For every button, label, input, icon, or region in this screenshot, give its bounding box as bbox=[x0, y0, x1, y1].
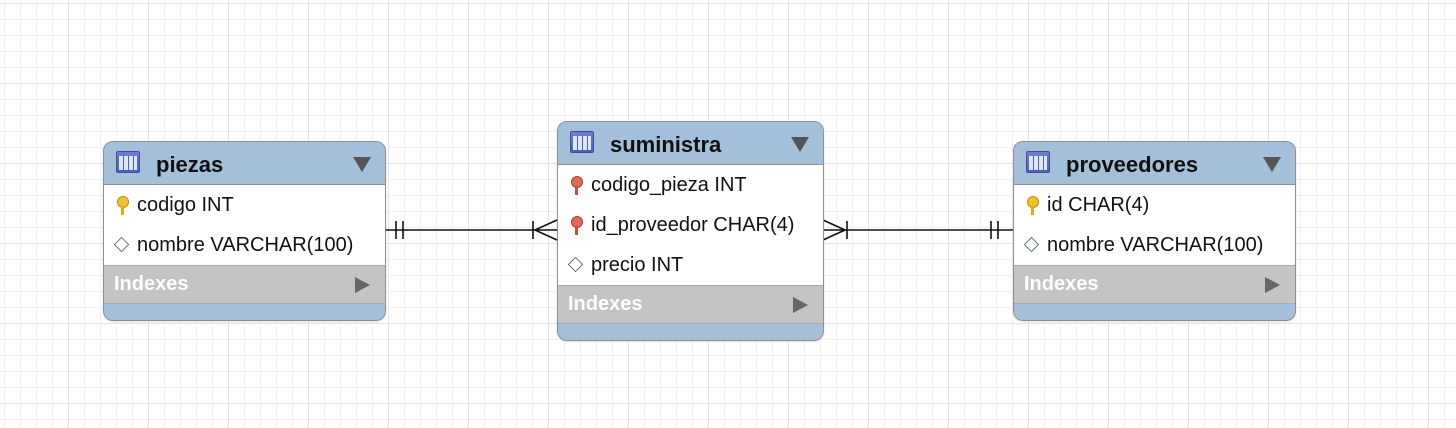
column-label: precio INT bbox=[591, 253, 684, 276]
column-diamond-icon bbox=[113, 234, 131, 256]
expand-triangle-icon[interactable] bbox=[793, 297, 808, 313]
table-piezas[interactable]: piezas codigo INT nombre VARCHAR(100) In… bbox=[103, 141, 386, 321]
indexes-section[interactable]: Indexes bbox=[1014, 265, 1295, 304]
table-title: piezas bbox=[156, 152, 224, 177]
table-proveedores[interactable]: proveedores id CHAR(4) nombre VARCHAR(10… bbox=[1013, 141, 1296, 321]
table-header[interactable]: suministra bbox=[558, 122, 823, 165]
foreign-key-icon bbox=[567, 214, 585, 236]
column-label: id_proveedor CHAR(4) bbox=[591, 213, 795, 236]
crowfoot-suministra-right-bottom bbox=[822, 229, 846, 241]
foreign-key-icon bbox=[567, 174, 585, 196]
collapse-triangle-icon[interactable] bbox=[791, 137, 809, 152]
collapse-triangle-icon[interactable] bbox=[353, 157, 371, 172]
table-icon bbox=[116, 151, 140, 173]
expand-triangle-icon[interactable] bbox=[1265, 277, 1280, 293]
column-row[interactable]: id CHAR(4) bbox=[1014, 185, 1295, 225]
primary-key-icon bbox=[113, 194, 131, 216]
column-label: codigo_pieza INT bbox=[591, 173, 747, 196]
crowfoot-suministra-right-top bbox=[822, 219, 846, 231]
column-row[interactable]: id_proveedor CHAR(4) bbox=[558, 205, 823, 245]
column-label: nombre VARCHAR(100) bbox=[137, 233, 354, 256]
primary-key-icon bbox=[1023, 194, 1041, 216]
indexes-label: Indexes bbox=[568, 293, 643, 315]
indexes-label: Indexes bbox=[114, 273, 189, 295]
table-footer bbox=[1014, 304, 1295, 320]
column-row[interactable]: codigo_pieza INT bbox=[558, 165, 823, 205]
crowfoot-suministra-left-top bbox=[534, 219, 558, 231]
column-row[interactable]: nombre VARCHAR(100) bbox=[104, 225, 385, 265]
column-row[interactable]: codigo INT bbox=[104, 185, 385, 225]
table-icon bbox=[570, 131, 594, 153]
table-suministra[interactable]: suministra codigo_pieza INT id_proveedor… bbox=[557, 121, 824, 341]
crowfoot-suministra-left-bottom bbox=[534, 229, 558, 241]
table-footer bbox=[558, 324, 823, 340]
column-label: codigo INT bbox=[137, 193, 234, 216]
indexes-section[interactable]: Indexes bbox=[558, 285, 823, 324]
expand-triangle-icon[interactable] bbox=[355, 277, 370, 293]
column-label: nombre VARCHAR(100) bbox=[1047, 233, 1264, 256]
column-row[interactable]: precio INT bbox=[558, 245, 823, 285]
column-diamond-icon bbox=[567, 254, 585, 276]
indexes-label: Indexes bbox=[1024, 273, 1099, 295]
table-footer bbox=[104, 304, 385, 320]
table-header[interactable]: piezas bbox=[104, 142, 385, 185]
column-label: id CHAR(4) bbox=[1047, 193, 1150, 216]
table-title: proveedores bbox=[1066, 152, 1199, 177]
table-title: suministra bbox=[610, 132, 722, 157]
table-header[interactable]: proveedores bbox=[1014, 142, 1295, 185]
indexes-section[interactable]: Indexes bbox=[104, 265, 385, 304]
table-icon bbox=[1026, 151, 1050, 173]
column-row[interactable]: nombre VARCHAR(100) bbox=[1014, 225, 1295, 265]
collapse-triangle-icon[interactable] bbox=[1263, 157, 1281, 172]
column-diamond-icon bbox=[1023, 234, 1041, 256]
